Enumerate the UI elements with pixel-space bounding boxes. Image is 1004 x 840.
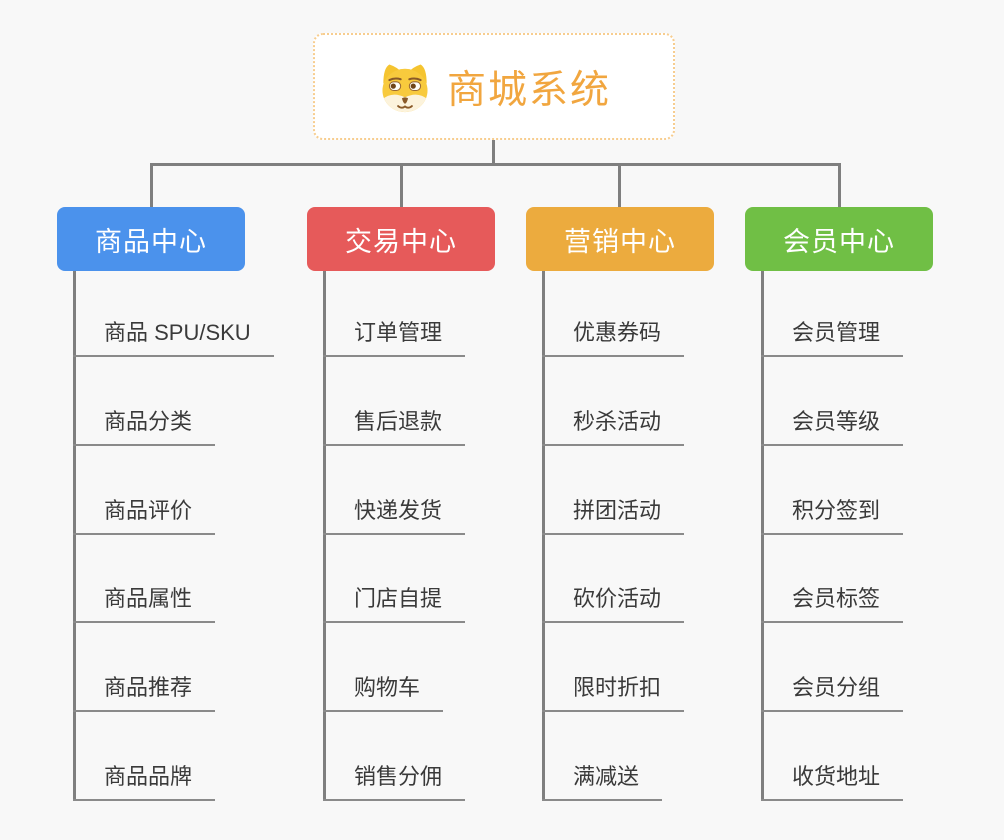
- node-item-shopping-cart[interactable]: 购物车: [323, 674, 444, 712]
- node-item-product-brand[interactable]: 商品品牌: [73, 763, 216, 801]
- node-item-member-group[interactable]: 会员分组: [761, 674, 904, 712]
- trunk-trade-center: [323, 271, 326, 801]
- trunk-member-center: [761, 271, 764, 801]
- node-item-store-pickup[interactable]: 门店自提: [323, 585, 466, 623]
- branch-box-member-center[interactable]: 会员中心: [745, 207, 933, 271]
- node-item-product-spu-sku[interactable]: 商品 SPU/SKU: [73, 319, 274, 357]
- node-item-aftersale-refund[interactable]: 售后退款: [323, 408, 466, 446]
- node-item-flash-sale[interactable]: 秒杀活动: [542, 408, 685, 446]
- node-item-product-attribute[interactable]: 商品属性: [73, 585, 216, 623]
- node-item-product-recommend[interactable]: 商品推荐: [73, 674, 216, 712]
- root-node[interactable]: 商城系统: [313, 33, 675, 140]
- node-item-member-management[interactable]: 会员管理: [761, 319, 904, 357]
- node-item-limited-time-discount[interactable]: 限时折扣: [542, 674, 685, 712]
- root-title: 商城系统: [446, 68, 611, 112]
- node-item-member-level[interactable]: 会员等级: [761, 408, 904, 446]
- connector-drop-marketing-center: [618, 163, 621, 208]
- connector-drop-product-center: [150, 163, 153, 208]
- branch-box-product-center[interactable]: 商品中心: [57, 207, 245, 271]
- node-item-coupon-code[interactable]: 优惠券码: [542, 319, 685, 357]
- connector-drop-member-center: [838, 163, 841, 208]
- branch-box-trade-center[interactable]: 交易中心: [307, 207, 495, 271]
- node-item-order-management[interactable]: 订单管理: [323, 319, 466, 357]
- connector-horizontal-rail: [150, 163, 841, 166]
- branch-box-marketing-center[interactable]: 营销中心: [526, 207, 714, 271]
- node-item-spend-and-save[interactable]: 满减送: [542, 763, 663, 801]
- dog-face-icon: [382, 63, 428, 112]
- node-item-product-category[interactable]: 商品分类: [73, 408, 216, 446]
- connector-drop-trade-center: [400, 163, 403, 208]
- trunk-marketing-center: [542, 271, 545, 801]
- node-item-product-review[interactable]: 商品评价: [73, 497, 216, 535]
- node-item-points-checkin[interactable]: 积分签到: [761, 497, 904, 535]
- node-item-member-tag[interactable]: 会员标签: [761, 585, 904, 623]
- connector-root-drop: [492, 140, 495, 163]
- node-item-express-shipping[interactable]: 快递发货: [323, 497, 466, 535]
- node-item-sales-commission[interactable]: 销售分佣: [323, 763, 466, 801]
- node-item-shipping-address[interactable]: 收货地址: [761, 763, 904, 801]
- node-item-bargain-activity[interactable]: 砍价活动: [542, 585, 685, 623]
- node-item-group-buy[interactable]: 拼团活动: [542, 497, 685, 535]
- trunk-product-center: [73, 271, 76, 801]
